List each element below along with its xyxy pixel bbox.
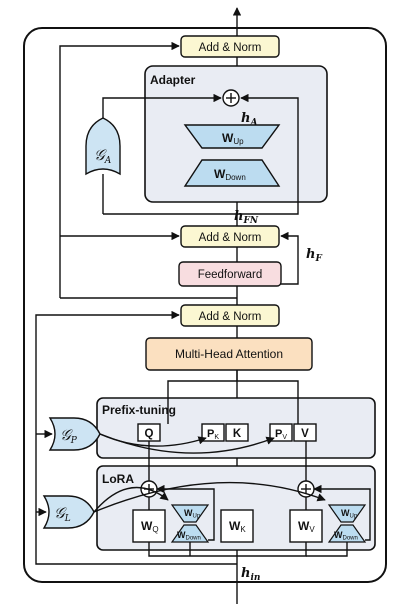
prefix-k-label: K	[233, 428, 242, 440]
adapter-w-down: WDown	[214, 167, 246, 182]
feedforward-label: Feedforward	[198, 269, 263, 281]
prefix-k-box	[225, 423, 249, 442]
adapter-skip-wire	[237, 93, 299, 215]
adapter-gate-out-wire	[102, 93, 222, 124]
lora-wq-label: WQ	[141, 519, 159, 534]
gate-a-label: 𝒢A	[94, 146, 112, 166]
h-a-label: hA	[241, 111, 257, 128]
prefix-title: Prefix-tuning	[102, 403, 176, 417]
lora-wv-label: WV	[298, 519, 315, 534]
mha-label: Multi-Head Attention	[175, 347, 283, 361]
adapter-title: Adapter	[150, 73, 196, 87]
add-norm-top	[180, 35, 280, 58]
h-f-label: hF	[306, 247, 322, 264]
prefix-v-box	[293, 423, 317, 442]
add-norm-bottom-label: Add & Norm	[199, 311, 262, 323]
input-fanout-bar	[148, 542, 307, 557]
lora-up-1-trapezoid	[170, 504, 210, 523]
prefix-pk-label: PK	[207, 428, 219, 441]
input-lora-2-stem	[306, 542, 348, 557]
prefix-pv-label: PV	[275, 428, 287, 441]
add-norm-mid-label: Add & Norm	[199, 232, 262, 244]
gate-l-to-lora1-wire	[93, 486, 169, 513]
lora-1-branch-wire	[156, 484, 215, 541]
adapter-w-up-trapezoid	[183, 124, 281, 149]
lora-up-2-label: WUp	[341, 508, 358, 520]
gate-p-to-pv-wire	[99, 433, 275, 454]
gate-l-label: 𝒢L	[54, 504, 71, 524]
h-in-label: hin	[241, 566, 260, 583]
lora-title: LoRA	[102, 472, 134, 486]
adapter-w-down-trapezoid	[183, 159, 281, 187]
add-norm-bottom	[180, 304, 280, 327]
prefix-v-label: V	[301, 428, 309, 440]
gate-l-to-lora2-wire	[93, 481, 326, 513]
lora-up-1-label: WUp	[184, 508, 201, 520]
lora-up-2-trapezoid	[327, 504, 367, 523]
lora-down-1-trapezoid	[170, 524, 210, 543]
gate-p-shape	[48, 417, 101, 451]
add-norm-top-label: Add & Norm	[199, 42, 262, 54]
gate-p-label: 𝒢P	[60, 426, 78, 446]
feedforward-block	[178, 261, 282, 287]
adapter-w-up: WUp	[222, 131, 244, 146]
add-norm-mid	[180, 225, 280, 248]
prefix-pk-box	[201, 423, 225, 442]
prefix-q-label: Q	[145, 428, 154, 440]
lora-wk-box	[220, 509, 254, 543]
residual-top-wire	[59, 41, 180, 298]
prefix-pv-box	[269, 423, 293, 442]
h-fn-label: hFN	[234, 209, 259, 226]
gate-l-shape	[42, 495, 95, 529]
lora-wk-label: WK	[229, 519, 246, 534]
lora-2-branch-wire	[313, 484, 371, 541]
gate-a-shape	[85, 117, 121, 176]
lora-down-2-label: WDown	[334, 530, 358, 542]
residual-bottom-wire	[35, 310, 237, 565]
mha-block	[145, 337, 313, 371]
lora-down-2-trapezoid	[327, 524, 367, 543]
lora-down-1-label: WDown	[177, 530, 201, 542]
mha-input-bar	[167, 380, 299, 390]
